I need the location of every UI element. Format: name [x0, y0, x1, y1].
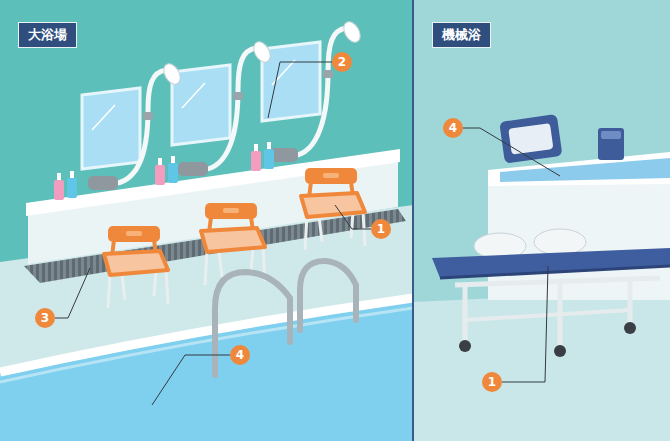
wheel: [459, 340, 471, 352]
stretcher-cushion: [534, 229, 586, 255]
bottle-pump: [158, 158, 162, 165]
bottle: [168, 163, 178, 183]
bottle-pump: [57, 173, 61, 180]
control-unit: [598, 128, 624, 160]
bottle: [264, 149, 274, 169]
chair-leg: [205, 251, 207, 285]
bottle: [155, 165, 165, 185]
shower-head: [340, 19, 363, 45]
chair-leg: [305, 216, 307, 250]
chair-back: [108, 226, 160, 242]
chair-leg: [166, 270, 168, 304]
bath-water: [500, 158, 670, 182]
bottle: [54, 180, 64, 200]
chair-seat: [104, 251, 168, 275]
panel-title: 機械浴: [432, 22, 491, 48]
control-panel: [601, 131, 621, 139]
leader-line: [335, 205, 371, 229]
leader-line: [268, 62, 332, 118]
pool-water: [0, 298, 413, 441]
bottle: [67, 178, 77, 198]
headrest: [499, 114, 562, 164]
chair-leg: [122, 274, 125, 300]
mirror-glare: [92, 105, 115, 130]
stretcher-leg: [463, 285, 468, 340]
callout-number: 4: [443, 118, 463, 138]
headrest-frame: [499, 114, 562, 164]
wall: [413, 0, 670, 441]
chair-leg: [108, 274, 110, 308]
chair-handle: [126, 231, 142, 236]
pool-handrail: [300, 261, 356, 330]
shower-holder: [143, 112, 153, 120]
shower-head: [160, 61, 183, 87]
wall: [0, 0, 413, 441]
bottle-pump: [171, 156, 175, 163]
faucet: [178, 162, 208, 176]
shower-holder: [233, 92, 243, 100]
chair-handle: [323, 173, 339, 178]
shower-chair: [301, 168, 365, 250]
mirror: [82, 88, 140, 169]
shower-hose: [292, 28, 346, 156]
shower-chair: [104, 226, 168, 308]
chair-seat: [301, 193, 365, 217]
panel-title: 大浴場: [18, 22, 77, 48]
chair-back: [305, 168, 357, 184]
callout-number: 2: [332, 52, 352, 72]
callout-number: 4: [230, 345, 250, 365]
stretcher-frame: [465, 310, 630, 320]
pool-handrail: [215, 272, 290, 375]
callout-number: 3: [35, 308, 55, 328]
chair-leg: [154, 270, 156, 296]
chair-handle: [223, 208, 239, 213]
stretcher-board: [432, 248, 670, 278]
bottle-pump: [267, 142, 271, 149]
callout-number: 1: [371, 219, 391, 239]
wheel: [554, 345, 566, 357]
chair-leg: [251, 247, 253, 273]
bottle-pump: [70, 171, 74, 178]
chair-leg: [319, 216, 322, 242]
shower-hose: [112, 70, 166, 184]
faucet: [88, 176, 118, 190]
pool-rim: [0, 298, 413, 372]
chair-leg: [219, 251, 222, 277]
mirror: [262, 42, 320, 121]
pool-edge: [0, 308, 413, 382]
stretcher-edge: [440, 266, 670, 278]
leader-line: [55, 268, 90, 318]
chair-leg: [351, 212, 353, 238]
mirror: [172, 65, 230, 145]
mirror-glare: [182, 83, 205, 108]
chair-back: [205, 203, 257, 219]
shower-hose: [202, 48, 256, 170]
wheel: [624, 322, 636, 334]
bottle-pump: [254, 144, 258, 151]
leader-line: [502, 266, 548, 382]
bath-panel: 機械浴: [414, 0, 670, 441]
panel-divider: [412, 0, 414, 441]
leader-line: [152, 355, 230, 405]
headrest-pad: [508, 123, 553, 155]
shower-head: [250, 39, 273, 65]
callout-number: 1: [482, 372, 502, 392]
shower-holder: [323, 70, 333, 78]
chair-seat: [201, 228, 265, 252]
bottle: [251, 151, 261, 171]
leader-line: [463, 128, 560, 176]
stretcher-leg: [628, 280, 633, 322]
